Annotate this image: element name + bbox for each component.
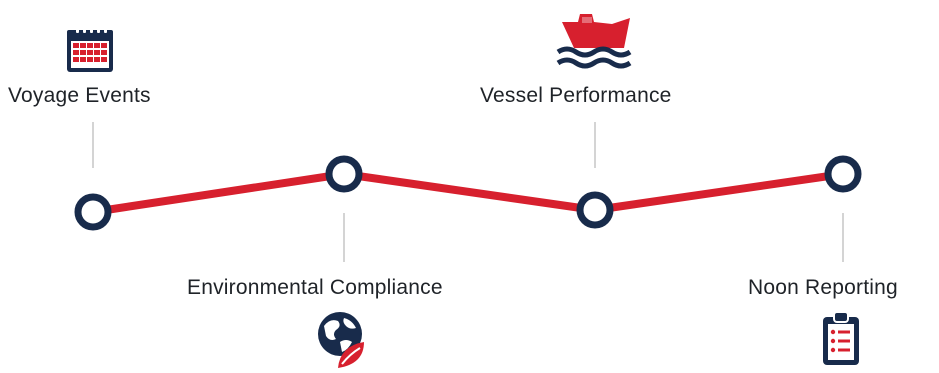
timeline-node-noon-reporting: [824, 155, 862, 193]
step-label-environmental-compliance: Environmental Compliance: [187, 276, 443, 299]
timeline-node-environmental-compliance: [325, 155, 363, 193]
timeline-line: [92, 170, 844, 216]
globe-leaf-icon: [318, 312, 364, 368]
timeline-node-voyage-events: [74, 193, 112, 231]
step-label-vessel-performance: Vessel Performance: [480, 84, 672, 107]
ship-icon: [556, 14, 632, 69]
step-label-noon-reporting: Noon Reporting: [748, 276, 898, 299]
clipboard-list-icon: [823, 311, 859, 365]
step-label-voyage-events: Voyage Events: [8, 84, 151, 107]
timeline-node-vessel-performance: [576, 191, 614, 229]
calendar-icon: [67, 26, 113, 72]
